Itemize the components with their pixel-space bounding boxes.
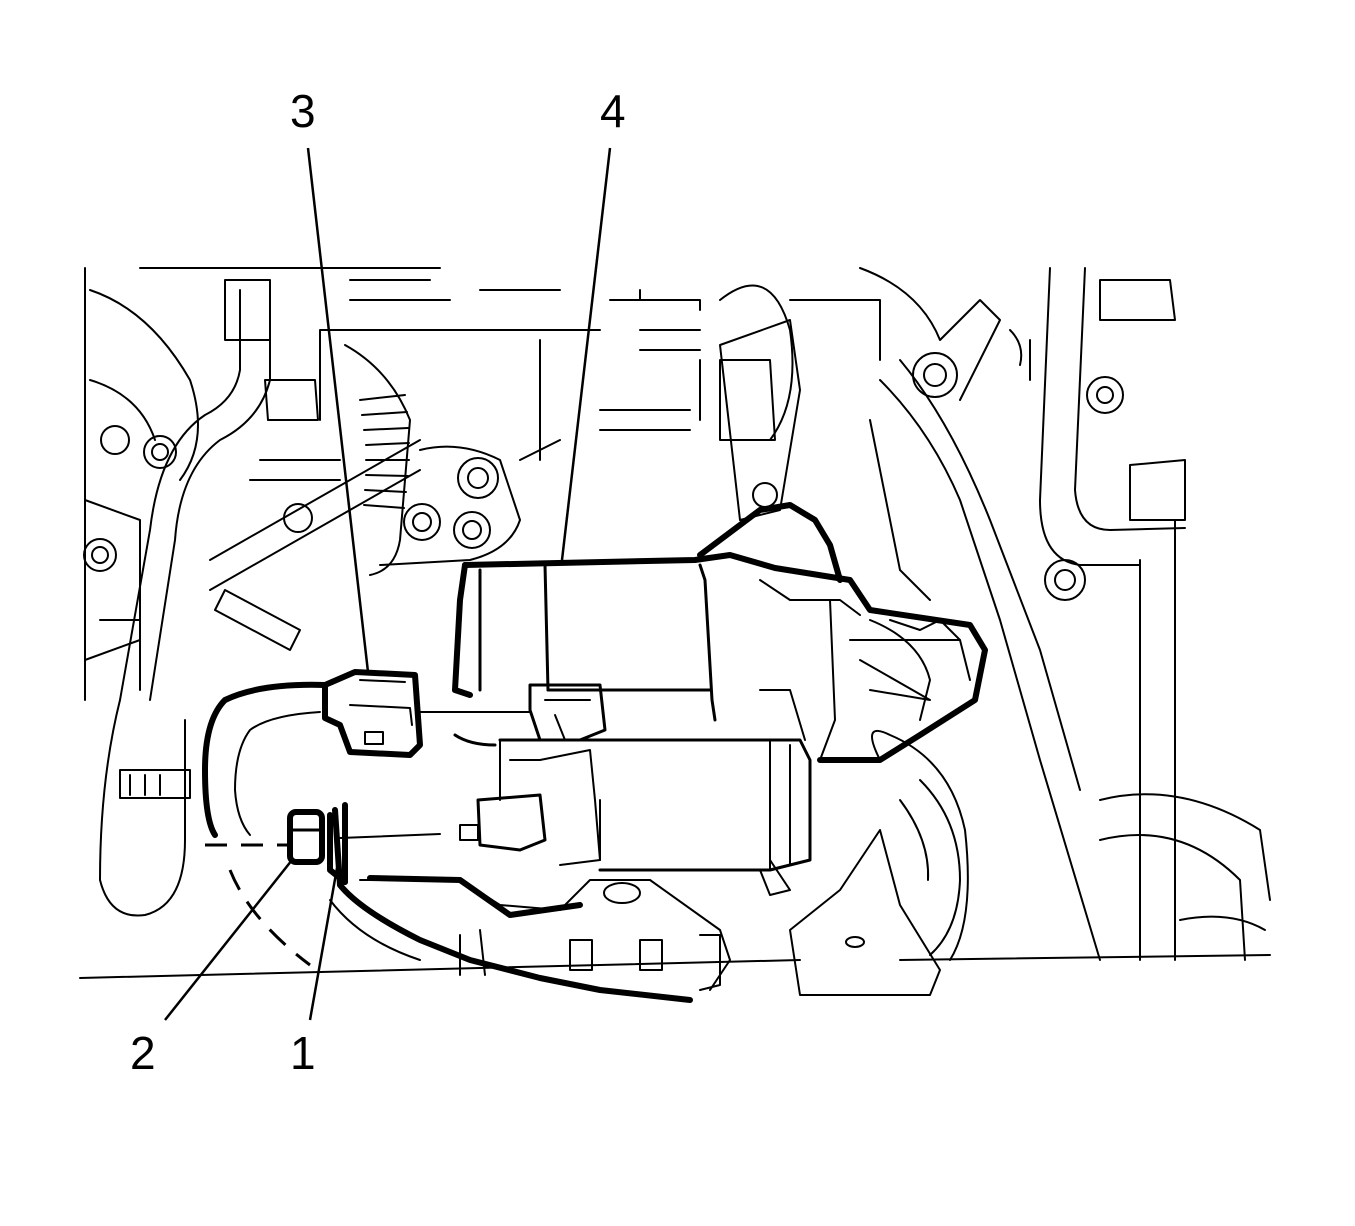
callout-label-4: 4 [600,85,626,137]
nut [287,809,325,865]
callout-leaders [164,147,612,1021]
leader-line-2 [164,859,293,1021]
callout-label-1: 1 [290,1027,316,1079]
starter-motor [452,502,988,896]
electrical-connector [322,669,531,758]
battery-cable [202,681,731,1003]
cable-terminal [327,802,348,885]
engine-background-structure [79,267,1271,996]
callout-label-3: 3 [290,85,316,137]
leader-line-4 [560,147,612,561]
leader-line-3 [306,147,370,673]
callout-label-2: 2 [130,1027,156,1079]
leader-line-1 [308,867,339,1021]
